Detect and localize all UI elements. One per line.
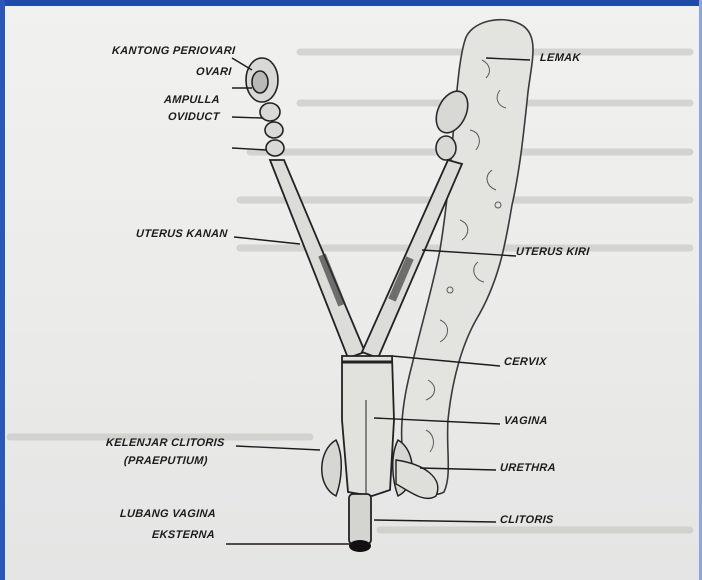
label-kantong-periovari: KANTONG PERIOVARI — [112, 45, 236, 57]
left-ovary — [246, 58, 284, 156]
label-lubang-vagina: LUBANG VAGINA — [120, 508, 217, 520]
label-uterus-kanan: UTERUS KANAN — [136, 228, 228, 240]
label-vagina: VAGINA — [504, 415, 549, 427]
label-urethra: URETHRA — [500, 462, 557, 474]
label-clitoris: CLITORIS — [500, 514, 554, 526]
label-praeputium: (PRAEPUTIUM) — [124, 455, 208, 467]
left-uterine-horn — [270, 160, 365, 358]
label-eksterna: EKSTERNA — [152, 529, 216, 541]
cervix-vagina-body — [342, 356, 394, 496]
label-ovari: OVARI — [196, 66, 232, 78]
label-uterus-kiri: UTERUS KIRI — [516, 246, 590, 258]
label-cervix: CERVIX — [504, 356, 548, 368]
vaginal-opening-tip — [349, 540, 371, 552]
label-kelenjar-clitoris: KELENJAR CLITORIS — [106, 437, 225, 449]
left-clitoral-gland — [322, 440, 342, 496]
label-lemak: LEMAK — [540, 52, 581, 64]
label-oviduct: OVIDUCT — [168, 111, 220, 123]
vaginal-opening-shape — [349, 494, 371, 544]
label-ampulla: AMPULLA — [164, 94, 221, 106]
